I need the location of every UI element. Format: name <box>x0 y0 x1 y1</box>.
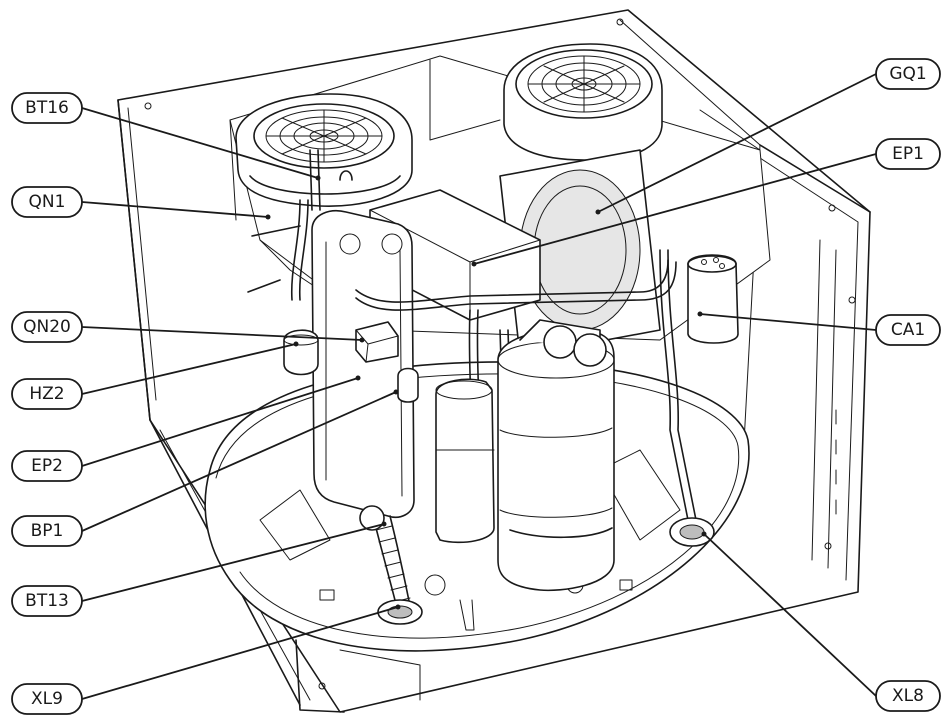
callout-gq1-label: GQ1 <box>889 64 926 84</box>
leader-xl9 <box>81 606 399 700</box>
callout-xl9: XL9 <box>11 683 83 715</box>
leader-hz2 <box>81 343 297 395</box>
callout-qn1-label: QN1 <box>29 192 66 212</box>
callout-hz2-label: HZ2 <box>29 384 64 404</box>
callout-bt13-label: BT13 <box>25 591 69 611</box>
callout-qn20-label: QN20 <box>23 317 71 337</box>
dot-ca1 <box>697 311 703 317</box>
callout-bt13: BT13 <box>11 585 83 617</box>
leader-bt13 <box>81 523 385 602</box>
leader-lines <box>81 73 877 700</box>
callout-qn1: QN1 <box>11 186 83 218</box>
leader-bt16 <box>81 107 319 179</box>
callout-qn20: QN20 <box>11 311 83 343</box>
callout-bp1-label: BP1 <box>31 521 64 541</box>
callout-ep1-label: EP1 <box>892 144 924 164</box>
right-fan <box>499 43 663 357</box>
leader-xl8 <box>703 533 877 697</box>
dot-hz2 <box>293 341 299 347</box>
dot-qn20 <box>359 337 365 343</box>
accumulator <box>435 378 495 544</box>
callout-xl9-label: XL9 <box>31 689 63 709</box>
dot-bt16 <box>315 175 321 181</box>
dot-ep2 <box>355 375 361 381</box>
callout-hz2: HZ2 <box>11 378 83 410</box>
callout-ca1: CA1 <box>875 314 941 346</box>
leader-qn1 <box>81 201 269 218</box>
callout-ep1: EP1 <box>875 138 941 170</box>
dot-gq1 <box>595 209 601 215</box>
leader-ep1 <box>473 153 877 265</box>
capacitor <box>687 254 739 344</box>
dot-xl8 <box>701 531 707 537</box>
port-xl8 <box>669 517 715 547</box>
dot-xl9 <box>395 604 401 610</box>
leader-dots <box>265 175 707 610</box>
filter-drier <box>283 329 319 376</box>
leader-gq1 <box>597 73 877 213</box>
callout-ep2: EP2 <box>11 450 83 482</box>
dot-bt13 <box>381 521 387 527</box>
leader-qn20 <box>81 326 363 341</box>
callout-gq1: GQ1 <box>875 58 941 90</box>
left-fan <box>235 93 413 211</box>
callout-xl8-label: XL8 <box>892 686 924 706</box>
callout-xl8: XL8 <box>875 680 941 712</box>
dot-bp1 <box>393 389 399 395</box>
solenoid-valve <box>355 321 399 363</box>
callout-bp1: BP1 <box>11 515 83 547</box>
callout-bt16-label: BT16 <box>25 98 69 118</box>
dot-ep1 <box>471 261 477 267</box>
leader-ep2 <box>81 377 359 467</box>
callout-ca1-label: CA1 <box>891 320 925 340</box>
dot-qn1 <box>265 214 271 220</box>
heat-exchanger <box>311 210 415 518</box>
leader-bp1 <box>81 391 397 532</box>
callout-ep2-label: EP2 <box>31 456 63 476</box>
callout-bt16: BT16 <box>11 92 83 124</box>
leader-ca1 <box>699 313 877 331</box>
pressure-switch <box>397 367 419 403</box>
compressor <box>497 319 615 592</box>
